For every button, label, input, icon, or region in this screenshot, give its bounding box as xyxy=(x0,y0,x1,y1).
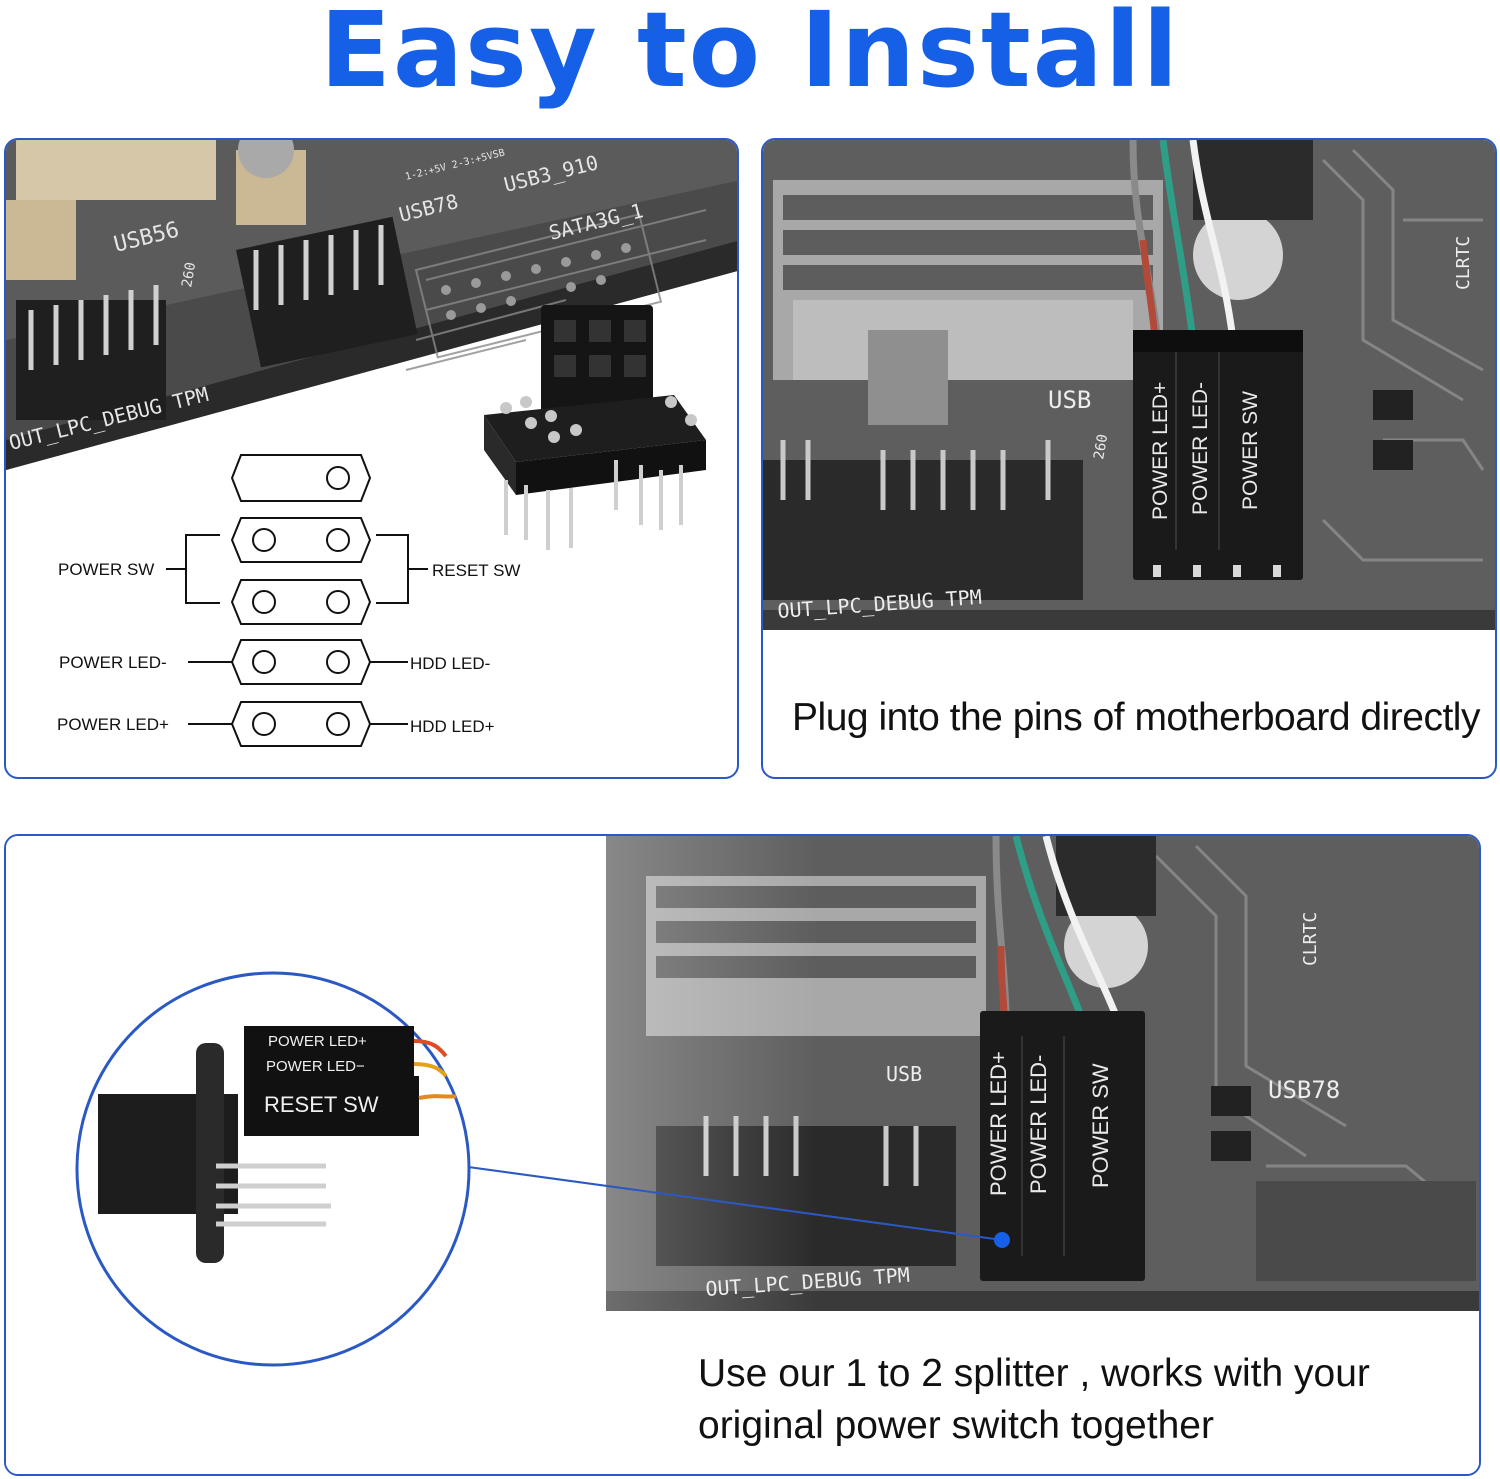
connector-label-power-led-plus: POWER LED+ xyxy=(1149,382,1172,520)
pinout-illustration: USB56 USB78 USB3_910 SATA3G_1 OUT_LPC_DE… xyxy=(6,140,737,747)
zoom-label-reset-sw: RESET SW xyxy=(264,1092,379,1117)
power-sw-label: POWER SW xyxy=(58,560,154,579)
clrtc-label: CLRTC xyxy=(1453,236,1474,290)
zoom-pointer-dot xyxy=(994,1232,1010,1248)
chip-label: 260 xyxy=(1091,433,1111,461)
zoom-pointer-line xyxy=(460,1165,1003,1241)
adapter-product xyxy=(484,305,706,550)
hdd-led-plus-label: HDD LED+ xyxy=(410,717,495,736)
chip-label: 260 xyxy=(179,261,199,289)
splitter-caption: Use our 1 to 2 splitter , works with you… xyxy=(698,1352,1370,1447)
zoom-label-power-led-plus: POWER LED+ xyxy=(268,1033,367,1050)
reset-sw-label: RESET SW xyxy=(432,561,520,580)
page-title: Easy to Install xyxy=(319,0,1181,111)
splitter-closeup: POWER LED+ POWER LED− RESET SW xyxy=(98,1026,457,1263)
splitter-panel: POWER LED+ POWER LED- POWER SW USB USB78… xyxy=(4,834,1481,1476)
pin-hole xyxy=(326,650,350,674)
pin-hole xyxy=(326,590,350,614)
hdd-led-minus-label: HDD LED- xyxy=(410,654,490,673)
motherboard-installed-photo: POWER LED+ POWER LED- POWER SW USB OUT_L… xyxy=(763,140,1495,630)
zoom-label-power-led-minus: POWER LED− xyxy=(266,1058,365,1075)
pin-hole xyxy=(252,590,276,614)
connector-label-power-led-minus: POWER LED- xyxy=(1189,382,1212,515)
pin-hole xyxy=(252,712,276,736)
plug-in-panel: POWER LED+ POWER LED- POWER SW USB OUT_L… xyxy=(761,138,1497,779)
pin-hole xyxy=(326,528,350,552)
splitter-illustration: POWER LED+ POWER LED- POWER SW USB USB78… xyxy=(6,836,1479,1474)
pin-hole xyxy=(326,466,350,490)
pin-diagram xyxy=(166,454,428,747)
plug-in-caption: Plug into the pins of motherboard direct… xyxy=(792,696,1480,739)
connector-label-power-sw: POWER SW xyxy=(1239,391,1262,510)
pinout-panel: USB56 USB78 USB3_910 SATA3G_1 OUT_LPC_DE… xyxy=(4,138,739,779)
power-led-plus-label: POWER LED+ xyxy=(57,715,169,734)
pin-hole xyxy=(326,712,350,736)
power-led-minus-label: POWER LED- xyxy=(59,653,167,672)
pin-hole xyxy=(252,528,276,552)
pin-hole xyxy=(252,650,276,674)
usb-label: USB xyxy=(1048,386,1091,414)
